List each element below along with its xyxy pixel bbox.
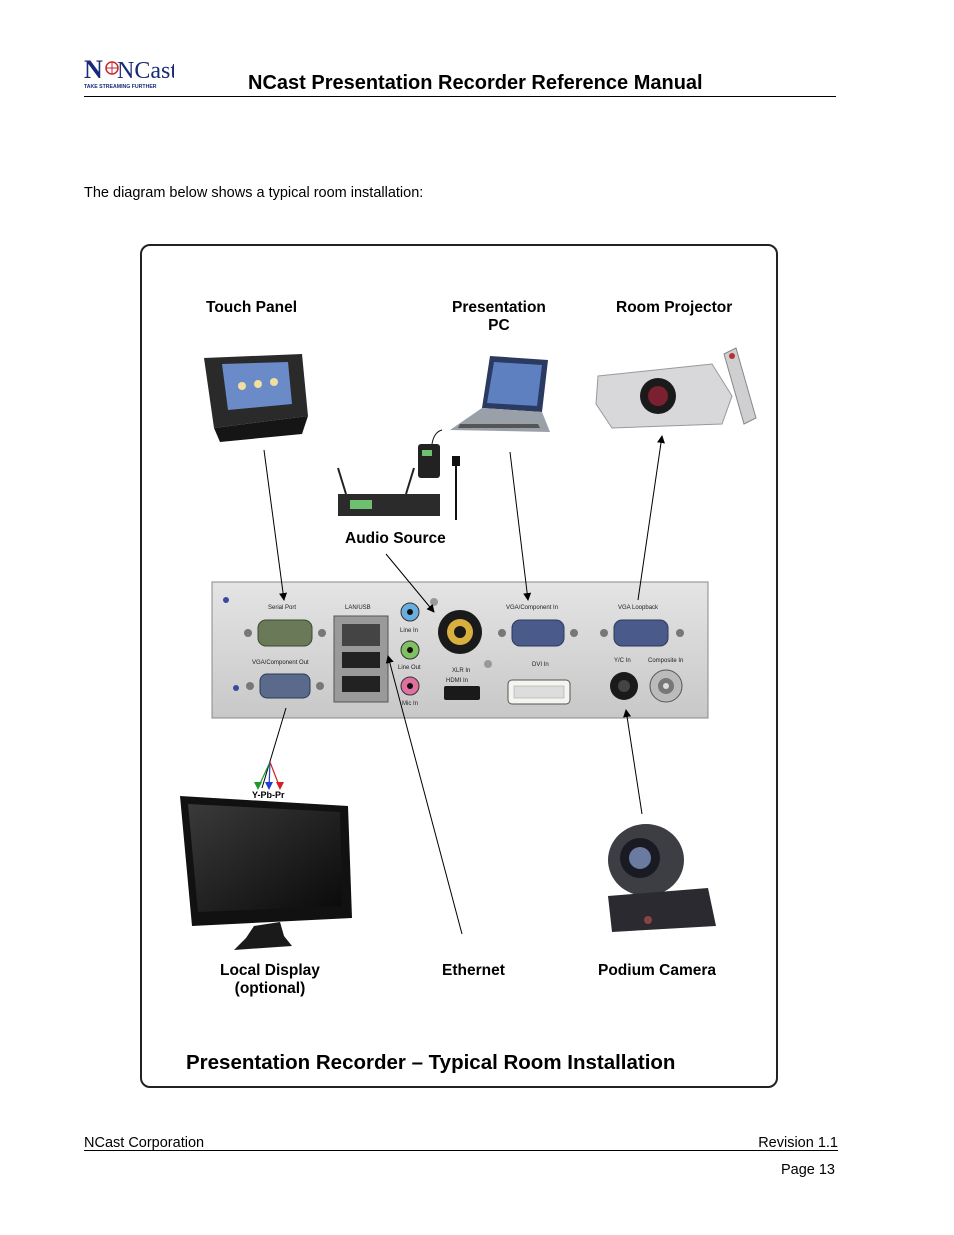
footer-company: NCast Corporation (84, 1135, 205, 1151)
room-projector-image (595, 347, 757, 429)
svg-text:N: N (84, 55, 103, 84)
label-touch-panel: Touch Panel (206, 299, 298, 316)
document-title: NCast Presentation Recorder Reference Ma… (248, 72, 703, 94)
label-local-display-line2: (optional) (234, 980, 306, 997)
port-label-vga-component-in: VGA/Component In (506, 605, 559, 611)
logo-tagline: TAKE STREAMING FURTHER (84, 84, 157, 90)
port-label-lan-usb: LAN/USB (345, 605, 371, 611)
arrow-ethernet-to-lan (385, 655, 463, 935)
port-label-composite-in: Composite In (648, 658, 684, 664)
intro-paragraph: The diagram below shows a typical room i… (84, 185, 424, 201)
presentation-pc-image (450, 356, 550, 432)
footer-rule (84, 1150, 838, 1151)
arrow-vga-out-to-display (261, 707, 287, 789)
port-label-xlr-in: XLR In (452, 668, 471, 674)
audio-source-image (337, 429, 460, 520)
port-label-line-in: Line In (400, 628, 419, 634)
label-presentation-pc-line1: Presentation (452, 299, 546, 316)
label-local-display: Local Display (optional) (220, 962, 320, 998)
label-local-display-line1: Local Display (220, 962, 320, 979)
port-label-vga-loopback: VGA Loopback (618, 605, 659, 611)
label-room-projector: Room Projector (616, 299, 733, 316)
pb-arrowhead (265, 782, 273, 790)
arrow-loopback-to-projector (637, 435, 665, 601)
label-ypbpr: Y-Pb-Pr (252, 790, 285, 800)
logo-wordmark: NCast (117, 58, 174, 84)
arrow-touch-panel-to-serial (263, 449, 288, 601)
y-arrowhead (254, 782, 262, 790)
port-label-vga-component-out: VGA/Component Out (252, 660, 309, 666)
arrow-audio-to-xlr (385, 553, 435, 613)
footer-revision: Revision 1.1 (758, 1135, 838, 1151)
arrow-camera-to-svideo (623, 709, 643, 815)
pr-arrowhead (276, 782, 284, 790)
port-label-line-out: Line Out (398, 665, 421, 671)
label-ethernet: Ethernet (442, 962, 505, 979)
local-display-image (180, 796, 352, 950)
ncast-logo-mark: N NCast TAKE STREAMING FURTHER (84, 55, 177, 90)
installation-diagram: Touch Panel Presentation PC Room Project… (140, 244, 778, 1088)
label-presentation-pc: Presentation PC (452, 299, 546, 335)
header-rule (84, 96, 836, 97)
port-label-serial: Serial Port (268, 605, 297, 611)
port-label-yc-in: Y/C In (614, 658, 631, 664)
arrow-pc-to-vga-in (509, 451, 532, 601)
ncast-logo: N NCast TAKE STREAMING FURTHER (84, 54, 177, 94)
podium-camera-image (608, 824, 716, 932)
port-label-dvi-in: DVI In (532, 662, 549, 668)
label-podium-camera: Podium Camera (598, 962, 717, 979)
page-number: Page 13 (780, 1162, 835, 1178)
diagram-graphics (180, 347, 757, 950)
port-label-hdmi-in: HDMI In (446, 678, 469, 684)
diagram-caption: Presentation Recorder – Typical Room Ins… (186, 1051, 676, 1074)
port-label-mic-in: Mic In (402, 701, 419, 707)
label-presentation-pc-line2: PC (488, 317, 510, 334)
touch-panel-image (204, 354, 308, 442)
label-audio-source: Audio Source (345, 530, 446, 547)
recorder-rear-panel (211, 581, 709, 719)
